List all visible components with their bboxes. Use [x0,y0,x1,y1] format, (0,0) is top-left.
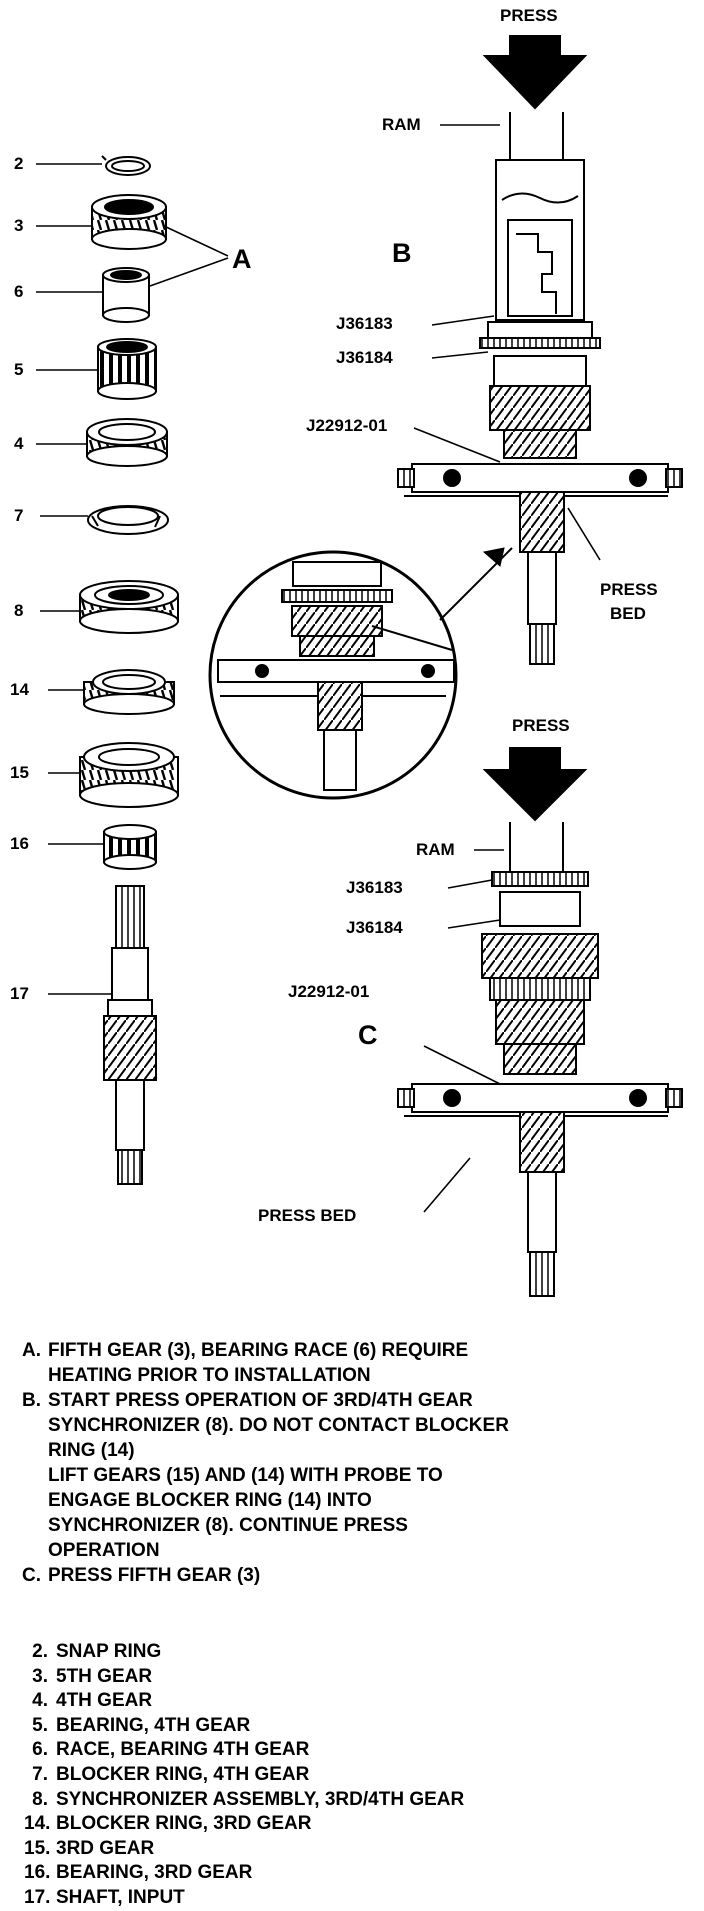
part-4-fourth-gear [86,418,168,467]
procedure-notes: A. FIFTH GEAR (3), BEARING RACE (6) REQU… [22,1338,692,1588]
part-label-16: 16 [10,834,29,853]
note-b-key: B. [22,1390,41,1411]
note-a-key: A. [22,1340,41,1361]
view-b-press-bed-line1: PRESS [600,580,658,599]
legend-description: BLOCKER RING, 3RD GEAR [56,1813,312,1835]
legend-number: 8. [32,1788,48,1810]
view-b-press-label: PRESS [500,6,558,25]
legend-item: 15.3RD GEAR [24,1837,694,1862]
legend-description: 3RD GEAR [56,1837,155,1859]
view-b-ram-label: RAM [382,115,421,134]
part-label-6: 6 [14,282,24,301]
legend-description: RACE, BEARING 4TH GEAR [56,1739,310,1761]
callout-a: A [232,244,252,274]
view-c-ram-label: RAM [416,840,455,859]
legend-description: 4TH GEAR [56,1690,153,1712]
legend-item: 4. 4TH GEAR [24,1689,694,1714]
legend-item: 17.SHAFT, INPUT [24,1886,694,1911]
legend-item: 7. BLOCKER RING, 4TH GEAR [24,1763,694,1788]
view-c-press-setup [397,747,683,1297]
part-2-snap-ring [101,155,151,176]
part-5-needle-bearing [97,338,157,400]
legend-number: 16. [24,1862,51,1884]
part-15-third-gear [79,742,179,808]
note-a: A. FIFTH GEAR (3), BEARING RACE (6) REQU… [22,1338,692,1388]
part-16-needle-bearing [103,824,157,870]
part-leader-lines [36,163,229,995]
legend-item: 14.BLOCKER RING, 3RD GEAR [24,1812,694,1837]
legend-number: 4. [32,1690,48,1712]
legend-description: SHAFT, INPUT [56,1886,185,1908]
part-6-bearing-race [102,267,150,323]
exploded-parts-column [79,155,179,1185]
part-label-17: 17 [10,984,29,1003]
part-label-7: 7 [14,506,24,525]
legend-item: 8. SYNCHRONIZER ASSEMBLY, 3RD/4TH GEAR [24,1788,694,1813]
note-a-text: FIFTH GEAR (3), BEARING RACE (6) REQUIRE… [48,1340,469,1386]
note-c-text: PRESS FIFTH GEAR (3) [48,1565,261,1586]
callout-b: B [392,238,412,268]
legend-number: 5. [32,1714,48,1736]
legend-description: 5TH GEAR [56,1665,153,1687]
part-14-blocker-ring [83,669,175,715]
view-b-press-setup [397,35,683,665]
legend-number: 15. [24,1837,51,1859]
view-b-tool-j36183: J36183 [336,314,393,333]
legend-number: 14. [24,1813,51,1835]
view-c-press-bed-label: PRESS BED [258,1206,357,1225]
view-b-press-bed-line2: BED [610,604,646,623]
legend-number: 3. [32,1665,48,1687]
exploded-assembly-diagram: 2 3 6 5 4 7 8 14 15 16 17 A B C PRESS RA… [10,6,683,1297]
legend-number: 6. [32,1739,48,1761]
callout-c: C [358,1020,378,1050]
part-label-3: 3 [14,216,24,235]
note-b: B. START PRESS OPERATION OF 3RD/4TH GEAR… [22,1388,692,1563]
parts-legend: 2. SNAP RING 3. 5TH GEAR 4. 4TH GEAR 5. BEAR… [24,1640,694,1911]
legend-number: 2. [32,1641,48,1662]
legend-number: 7. [32,1763,48,1785]
diagram-artwork [36,35,683,1297]
part-label-14: 14 [10,680,29,699]
part-label-2: 2 [14,154,24,173]
view-c-tool-j36184: J36184 [346,918,403,937]
part-label-4: 4 [14,434,24,453]
view-c-tool-j22912: J22912-01 [288,982,370,1001]
legend-description: BEARING, 3RD GEAR [56,1862,253,1884]
part-label-15: 15 [10,763,29,782]
part-7-blocker-ring [87,505,169,535]
note-c: C. PRESS FIFTH GEAR (3) [22,1563,692,1588]
note-b-text: START PRESS OPERATION OF 3RD/4TH GEAR SY… [48,1390,509,1561]
part-3-fifth-gear [91,194,167,250]
legend-description: SNAP RING [56,1641,162,1662]
view-b-tool-j36184: J36184 [336,348,393,367]
legend-number: 17. [24,1886,51,1908]
part-17-input-shaft [103,885,157,1185]
legend-description: SYNCHRONIZER ASSEMBLY, 3RD/4TH GEAR [56,1788,465,1810]
legend-item: 3. 5TH GEAR [24,1665,694,1690]
legend-item: 5. BEARING, 4TH GEAR [24,1714,694,1739]
part-8-synchronizer [79,580,179,634]
legend-item: 6. RACE, BEARING 4TH GEAR [24,1738,694,1763]
legend-description: BEARING, 4TH GEAR [56,1714,251,1736]
part-label-5: 5 [14,360,24,379]
legend-item: 16.BEARING, 3RD GEAR [24,1861,694,1886]
detail-magnifier [208,547,513,800]
legend-item: 2. SNAP RING [24,1640,694,1665]
view-b-tool-j22912: J22912-01 [306,416,388,435]
legend-description: BLOCKER RING, 4TH GEAR [56,1763,310,1785]
view-c-press-label: PRESS [512,716,570,735]
note-c-key: C. [22,1565,41,1586]
part-label-8: 8 [14,601,24,620]
view-c-tool-j36183: J36183 [346,878,403,897]
